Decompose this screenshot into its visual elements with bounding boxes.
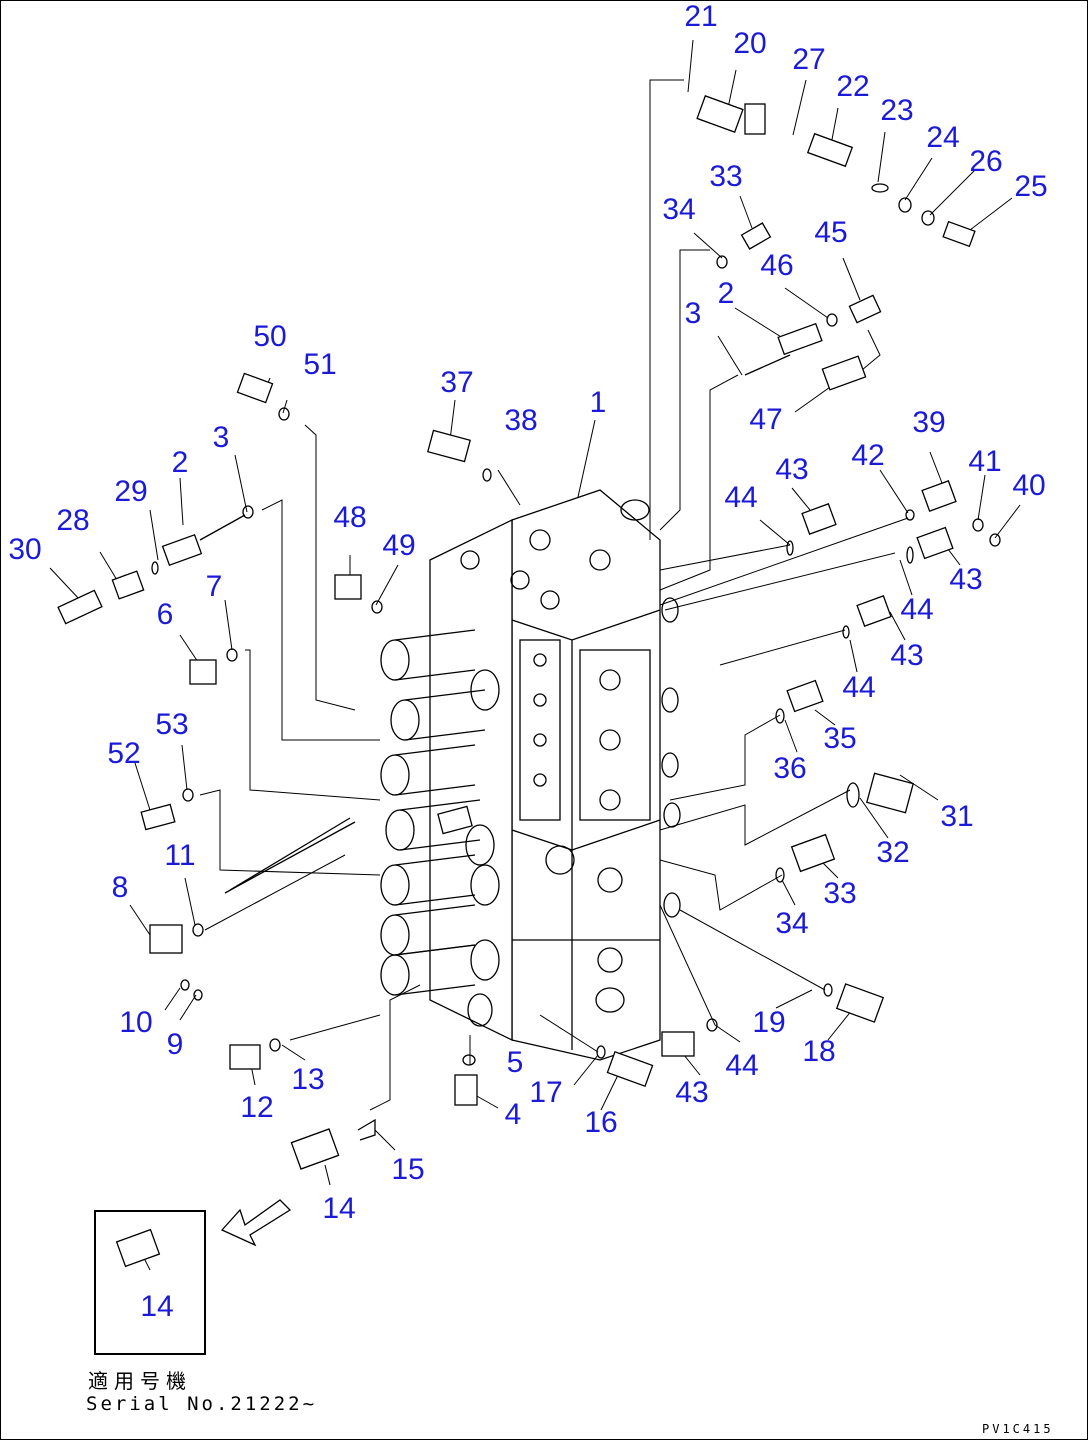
callout-5: 5 <box>506 1046 524 1079</box>
callout-38: 38 <box>504 404 538 437</box>
callout-28: 28 <box>56 504 90 537</box>
callout-46: 46 <box>760 249 794 282</box>
callout-2: 2 <box>171 446 189 479</box>
callout-1: 1 <box>589 386 607 419</box>
callout-18: 18 <box>802 1035 836 1068</box>
callout-16: 16 <box>584 1106 618 1139</box>
callout-53: 53 <box>155 708 189 741</box>
callout-25: 25 <box>1014 170 1048 203</box>
callout-52: 52 <box>107 737 141 770</box>
callout-3: 3 <box>212 421 230 454</box>
callout-43: 43 <box>775 453 809 486</box>
callout-43: 43 <box>675 1076 709 1109</box>
leader-lines <box>49 39 1021 1271</box>
callout-12: 12 <box>240 1091 274 1124</box>
callout-15: 15 <box>391 1153 425 1186</box>
callout-51: 51 <box>303 348 337 381</box>
callout-48: 48 <box>333 501 367 534</box>
serial-number: Serial No.21222~ <box>86 1393 318 1415</box>
callout-39: 39 <box>912 406 946 439</box>
callout-26: 26 <box>969 145 1003 178</box>
callout-42: 42 <box>851 439 885 472</box>
callout-50: 50 <box>253 320 287 353</box>
callout-22: 22 <box>836 70 870 103</box>
callout-19: 19 <box>752 1006 786 1039</box>
callout-23: 23 <box>880 94 914 127</box>
callout-27: 27 <box>792 43 826 76</box>
callout-36: 36 <box>773 752 807 785</box>
callout-44: 44 <box>724 481 758 514</box>
drawing-code: PV1C415 <box>982 1422 1054 1436</box>
callout-7: 7 <box>205 570 223 603</box>
callout-44: 44 <box>842 671 876 704</box>
callout-21: 21 <box>684 0 718 33</box>
callout-44: 44 <box>900 593 934 626</box>
callout-3: 3 <box>684 297 702 330</box>
callout-44: 44 <box>725 1049 759 1082</box>
callout-10: 10 <box>119 1006 153 1039</box>
callout-35: 35 <box>823 722 857 755</box>
callout-8: 8 <box>111 871 129 904</box>
callout-13: 13 <box>291 1063 325 1096</box>
callout-47: 47 <box>749 403 783 436</box>
callout-41: 41 <box>968 445 1002 478</box>
callout-9: 9 <box>166 1028 184 1061</box>
callout-34: 34 <box>662 193 696 226</box>
callout-11: 11 <box>164 839 196 872</box>
callout-14: 14 <box>140 1290 174 1323</box>
callout-49: 49 <box>382 529 416 562</box>
callout-31: 31 <box>940 800 974 833</box>
callout-33: 33 <box>709 160 743 193</box>
callout-20: 20 <box>733 27 767 60</box>
callout-4: 4 <box>504 1098 522 1131</box>
callout-43: 43 <box>890 639 924 672</box>
inset-box <box>94 1210 206 1355</box>
callout-2: 2 <box>717 277 735 310</box>
callout-29: 29 <box>114 475 148 508</box>
callout-37: 37 <box>440 366 474 399</box>
callout-6: 6 <box>156 598 174 631</box>
callout-33: 33 <box>823 877 857 910</box>
callout-30: 30 <box>8 533 42 566</box>
callout-14: 14 <box>322 1192 356 1225</box>
callout-40: 40 <box>1012 469 1046 502</box>
callout-43: 43 <box>949 563 983 596</box>
callout-34: 34 <box>775 907 809 940</box>
callout-24: 24 <box>926 121 960 154</box>
right-side-ports <box>595 597 681 1013</box>
control-valve-body <box>429 489 661 1061</box>
fitting-parts <box>57 95 1001 1268</box>
callout-32: 32 <box>876 836 910 869</box>
callout-17: 17 <box>529 1076 563 1109</box>
callout-45: 45 <box>814 216 848 249</box>
solenoid-spool-stack <box>224 629 500 1027</box>
serial-applicability-label: 適用号機 <box>88 1369 192 1393</box>
